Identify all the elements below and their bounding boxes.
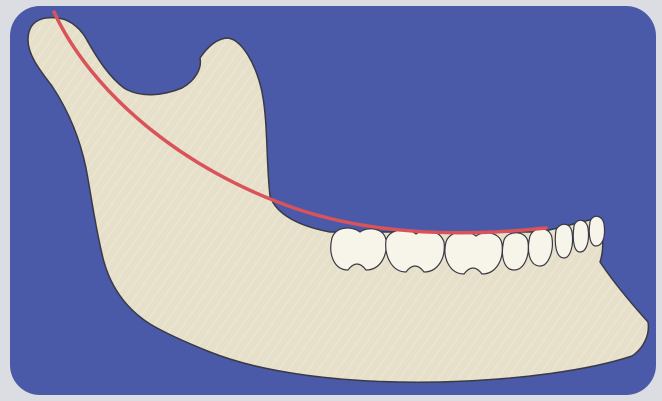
incisor-tooth-2	[589, 216, 604, 246]
incisor-tooth-1	[573, 220, 588, 252]
premolar-tooth-2	[528, 229, 552, 266]
molar-tooth-3	[445, 232, 502, 274]
canine-tooth	[555, 224, 572, 258]
molar-tooth-2	[386, 230, 445, 272]
molar-tooth-1	[331, 228, 387, 270]
